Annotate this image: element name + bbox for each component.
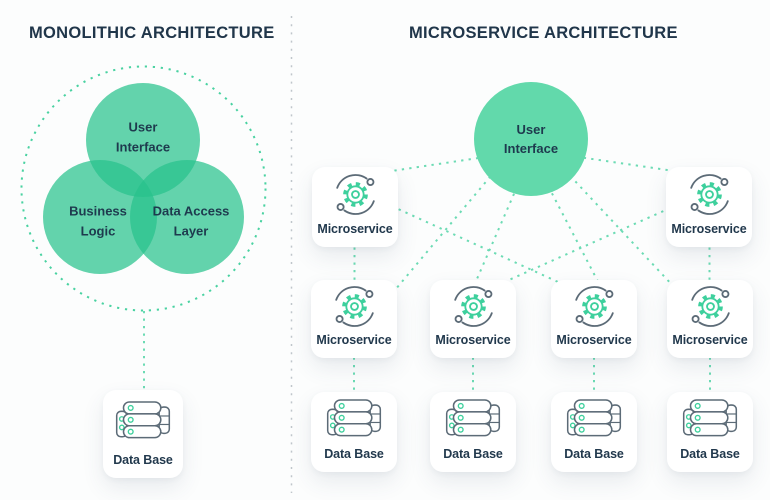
database-label: Data Base — [564, 447, 624, 461]
gear-sync-icon — [331, 284, 378, 329]
microservice-label: Microservice — [672, 333, 748, 347]
venn-circle-data-access — [130, 160, 244, 274]
venn-label-data-access: Data Access Layer — [152, 203, 230, 239]
database-label: Data Base — [324, 447, 384, 461]
microservice-label: Microservice — [316, 333, 392, 347]
venn-label-user-interface: User Interface — [115, 119, 171, 155]
database-label: Data Base — [443, 447, 503, 461]
microservice-title: MICROSERVICE ARCHITECTURE — [409, 24, 678, 42]
gear-sync-icon — [686, 172, 733, 217]
microservice-card-1: Microservice — [311, 280, 397, 358]
microservice-card-2: Microservice — [430, 280, 516, 358]
database-card-4: Data Base — [667, 392, 753, 472]
database-card-1: Data Base — [311, 392, 397, 472]
database-card-3: Data Base — [551, 392, 637, 472]
user-interface-label: User Interface — [503, 121, 559, 157]
server-stack-icon — [445, 399, 501, 440]
microservice-label: Microservice — [317, 222, 393, 236]
microservice-card-top-left: Microservice — [312, 167, 398, 247]
database-card-2: Data Base — [430, 392, 516, 472]
server-stack-icon — [566, 399, 622, 440]
server-stack-icon — [326, 399, 382, 440]
server-stack-icon — [682, 399, 738, 440]
monolith-boundary-ring — [20, 65, 267, 312]
gear-sync-icon — [687, 284, 734, 329]
microservice-label: Microservice — [435, 333, 511, 347]
database-label: Data Base — [113, 453, 173, 467]
microservice-label: Microservice — [556, 333, 632, 347]
server-stack-icon — [115, 401, 171, 442]
microservice-label: Microservice — [671, 222, 747, 236]
database-label: Data Base — [680, 447, 740, 461]
monolith-database-card: Data Base — [103, 390, 183, 478]
gear-sync-icon — [571, 284, 618, 329]
microservice-card-top-right: Microservice — [666, 167, 752, 247]
user-interface-circle: User Interface — [474, 82, 588, 196]
microservice-card-3: Microservice — [551, 280, 637, 358]
microservice-card-4: Microservice — [667, 280, 753, 358]
gear-sync-icon — [332, 172, 379, 217]
gear-sync-icon — [450, 284, 497, 329]
venn-label-business-logic: Business Logic — [69, 203, 127, 239]
monolithic-title: MONOLITHIC ARCHITECTURE — [29, 24, 275, 42]
